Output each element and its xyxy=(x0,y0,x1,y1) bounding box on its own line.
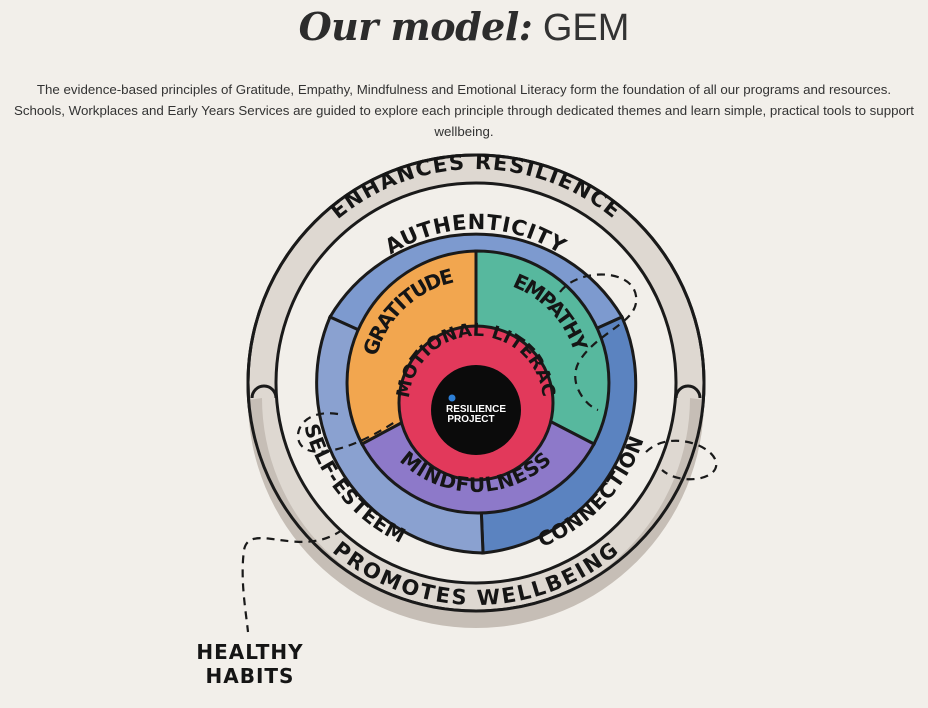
page-title: Our model: GEM xyxy=(0,4,928,51)
intro-paragraph: The evidence-based principles of Gratitu… xyxy=(13,82,915,139)
svg-text:RESILIENCE: RESILIENCE xyxy=(446,404,506,415)
svg-text:PROJECT: PROJECT xyxy=(447,414,494,425)
healthy-habits-line1: HEALTHY xyxy=(196,640,303,664)
title-plain: GEM xyxy=(542,7,630,49)
healthy-habits-line2: HABITS xyxy=(206,664,295,688)
title-script: Our model: xyxy=(298,4,533,49)
logo-circle xyxy=(431,365,521,455)
dashed-connectors xyxy=(241,273,718,633)
resilience-project-logo: RESILIENCE PROJECT xyxy=(446,394,506,425)
